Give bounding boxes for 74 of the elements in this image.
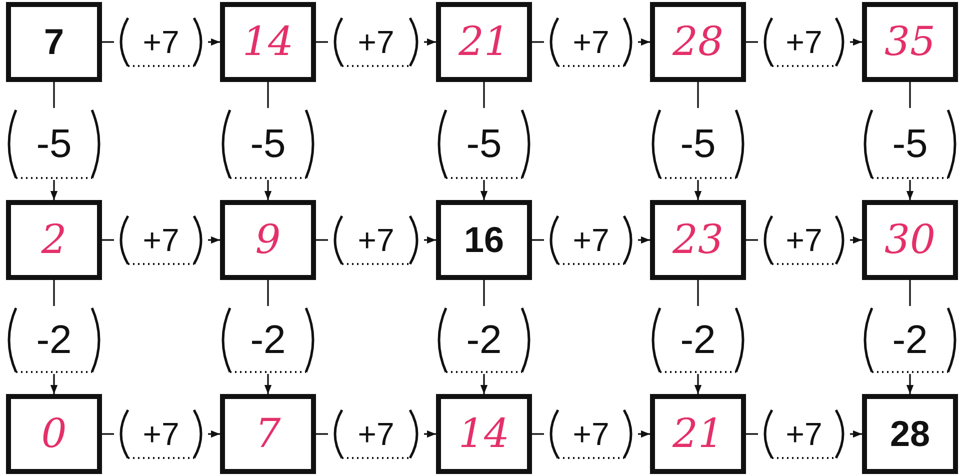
handwritten-number: 7 xyxy=(255,411,281,457)
arrow xyxy=(850,430,862,438)
number: 28 xyxy=(890,413,930,455)
connector-line xyxy=(909,280,911,306)
connector-line xyxy=(316,41,328,43)
handwritten-number: 14 xyxy=(458,411,510,457)
connector-line xyxy=(267,280,269,306)
number-box xyxy=(436,2,532,82)
arrow xyxy=(694,374,702,394)
arrow xyxy=(638,236,650,244)
arrow xyxy=(638,430,650,438)
connector-line xyxy=(532,433,544,435)
connector-line xyxy=(746,239,758,241)
handwritten-number: 21 xyxy=(672,411,724,457)
arrow xyxy=(850,236,862,244)
handwritten-number: 0 xyxy=(41,411,67,457)
connector-line xyxy=(316,239,328,241)
arrow xyxy=(264,374,272,394)
number-box xyxy=(6,394,102,474)
handwritten-number: 21 xyxy=(458,19,510,65)
number: 16 xyxy=(464,219,504,261)
number-box xyxy=(650,200,746,280)
arrow xyxy=(208,236,220,244)
connector-line xyxy=(532,239,544,241)
number-box xyxy=(436,200,532,280)
handwritten-number: 23 xyxy=(672,217,724,263)
connector-line xyxy=(102,239,114,241)
connector-line xyxy=(53,82,55,108)
number-box xyxy=(862,200,958,280)
arrow xyxy=(424,38,436,46)
handwritten-number: 30 xyxy=(884,217,936,263)
number-box xyxy=(862,394,958,474)
number-box xyxy=(6,200,102,280)
connector-line xyxy=(483,280,485,306)
arrow xyxy=(694,180,702,200)
number-box xyxy=(436,394,532,474)
arrow xyxy=(424,430,436,438)
number-box xyxy=(220,200,316,280)
connector-line xyxy=(697,82,699,108)
arrow xyxy=(906,374,914,394)
connector-line xyxy=(746,433,758,435)
connector-line xyxy=(483,82,485,108)
connector-line xyxy=(53,280,55,306)
number: 7 xyxy=(44,21,64,63)
arrow xyxy=(850,38,862,46)
connector-line xyxy=(102,433,114,435)
handwritten-number: 2 xyxy=(41,217,67,263)
number-box xyxy=(220,2,316,82)
number-box xyxy=(650,394,746,474)
number-box xyxy=(6,2,102,82)
number-box xyxy=(862,2,958,82)
connector-line xyxy=(697,280,699,306)
handwritten-number: 35 xyxy=(884,19,936,65)
arrow xyxy=(50,374,58,394)
arrow xyxy=(480,374,488,394)
handwritten-number: 14 xyxy=(242,19,294,65)
arrow xyxy=(638,38,650,46)
connector-line xyxy=(909,82,911,108)
connector-line xyxy=(316,433,328,435)
arrow xyxy=(208,38,220,46)
arrow xyxy=(480,180,488,200)
number-box xyxy=(220,394,316,474)
arrow xyxy=(264,180,272,200)
connector-line xyxy=(746,41,758,43)
arrow xyxy=(208,430,220,438)
connector-line xyxy=(102,41,114,43)
number-box xyxy=(650,2,746,82)
arrow xyxy=(424,236,436,244)
handwritten-number: 9 xyxy=(255,217,281,263)
handwritten-number: 28 xyxy=(672,19,724,65)
arrow xyxy=(906,180,914,200)
connector-line xyxy=(532,41,544,43)
connector-line xyxy=(267,82,269,108)
arrow xyxy=(50,180,58,200)
